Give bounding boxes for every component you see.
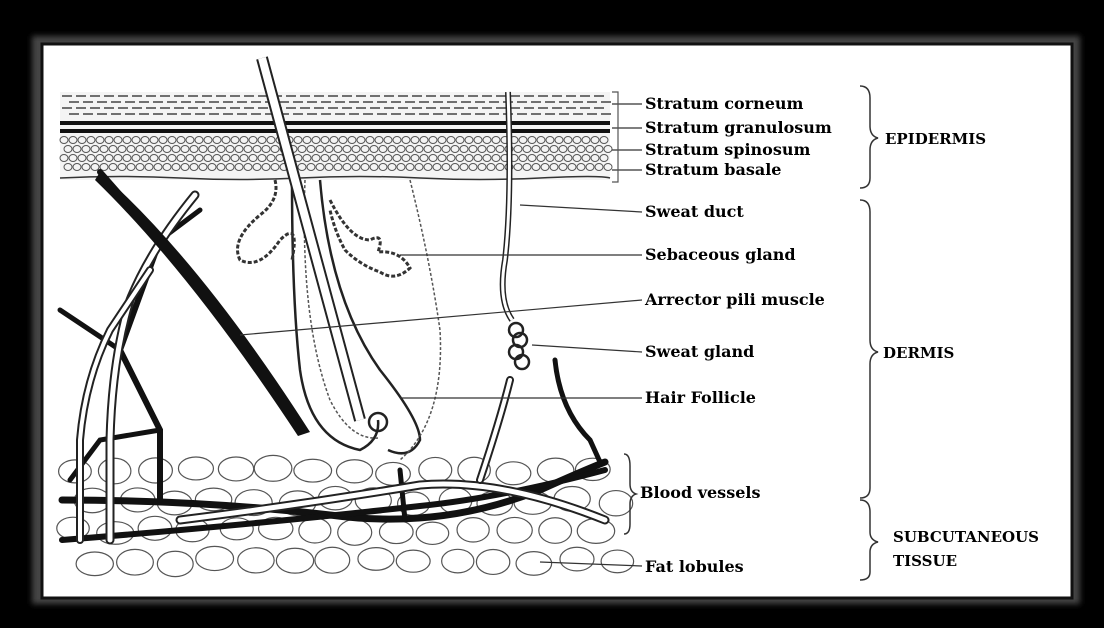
section-subcutaneous-line2: TISSUE <box>893 552 957 570</box>
section-dermis: DERMIS <box>883 344 954 362</box>
label-arrector-pili-muscle: Arrector pili muscle <box>644 290 825 309</box>
section-epidermis: EPIDERMIS <box>885 130 986 148</box>
label-hair-follicle: Hair Follicle <box>645 388 756 407</box>
label-blood-vessels: Blood vessels <box>640 483 760 502</box>
label-stratum-corneum: Stratum corneum <box>645 94 804 113</box>
label-stratum-granulosum: Stratum granulosum <box>645 118 832 137</box>
label-sweat-duct: Sweat duct <box>645 202 744 221</box>
section-subcutaneous-line1: SUBCUTANEOUS <box>893 528 1039 546</box>
granulosum-band-2 <box>60 129 610 133</box>
label-stratum-basale: Stratum basale <box>645 160 781 179</box>
label-sweat-gland: Sweat gland <box>645 342 754 361</box>
label-stratum-spinosum: Stratum spinosum <box>645 140 810 159</box>
granulosum-band-1 <box>60 121 610 125</box>
epidermis-layers <box>60 92 612 180</box>
label-fat-lobules: Fat lobules <box>645 557 744 576</box>
label-sebaceous-gland: Sebaceous gland <box>645 245 796 264</box>
